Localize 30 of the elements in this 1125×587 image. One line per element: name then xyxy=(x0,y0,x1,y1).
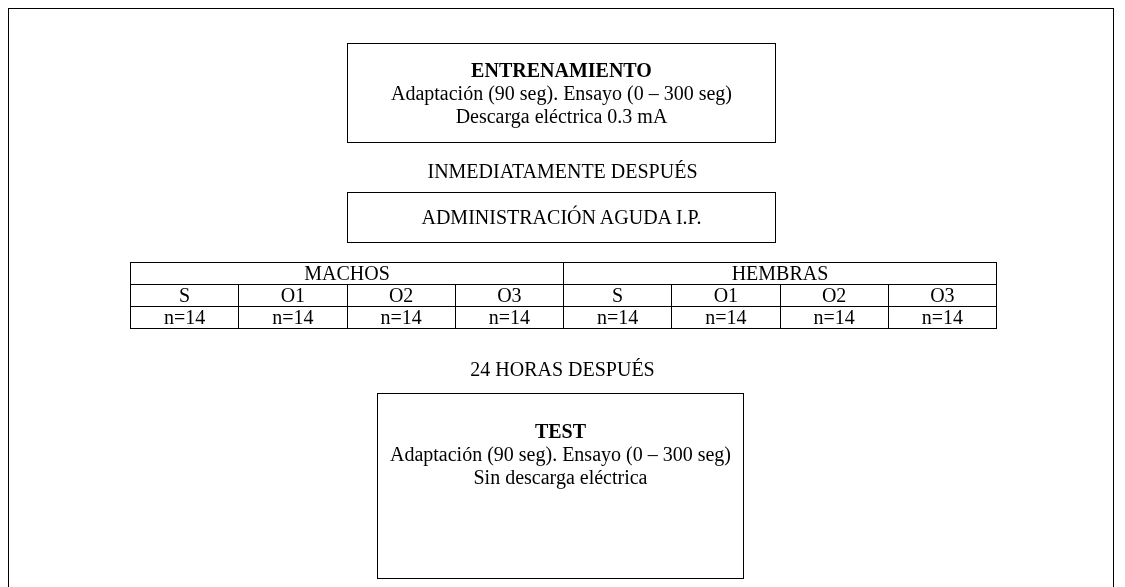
table-cell: n=14 xyxy=(239,307,348,329)
table-cell: O2 xyxy=(347,285,456,307)
box-text: Descarga eléctrica 0.3 mA xyxy=(455,104,668,128)
table-cell: n=14 xyxy=(780,307,889,329)
table-cell: O2 xyxy=(780,285,889,307)
process-box xyxy=(377,393,744,579)
header-cell: HEMBRAS xyxy=(564,263,997,285)
box-text: Adaptación (90 seg). Ensayo (0 – 300 seg) xyxy=(390,443,731,466)
table-cell: S xyxy=(131,285,240,307)
table-cell: n=14 xyxy=(455,307,564,329)
table-cell: O1 xyxy=(239,285,348,307)
table-cell: O3 xyxy=(888,285,997,307)
table-cell: S xyxy=(564,285,673,307)
box-text: ADMINISTRACIÓN AGUDA I.P. xyxy=(421,206,702,229)
table-cell: n=14 xyxy=(564,307,673,329)
table-cell: n=14 xyxy=(347,307,456,329)
table-cell: O3 xyxy=(455,285,564,307)
timing-note: 24 HORAS DESPUÉS xyxy=(470,358,655,380)
timing-note: INMEDIATAMENTE DESPUÉS xyxy=(427,160,698,182)
table-cell: n=14 xyxy=(131,307,240,329)
table-cell: n=14 xyxy=(672,307,781,329)
header-cell: MACHOS xyxy=(131,263,564,285)
box-heading: TEST xyxy=(534,420,587,443)
box-text: Sin descarga eléctrica xyxy=(473,466,648,489)
table-cell: O1 xyxy=(672,285,781,307)
box-text: Adaptación (90 seg). Ensayo (0 – 300 seg) xyxy=(391,81,732,105)
box-heading: ENTRENAMIENTO xyxy=(471,58,652,82)
process-box xyxy=(347,43,776,143)
process-box xyxy=(347,192,776,243)
table-cell: n=14 xyxy=(888,307,997,329)
